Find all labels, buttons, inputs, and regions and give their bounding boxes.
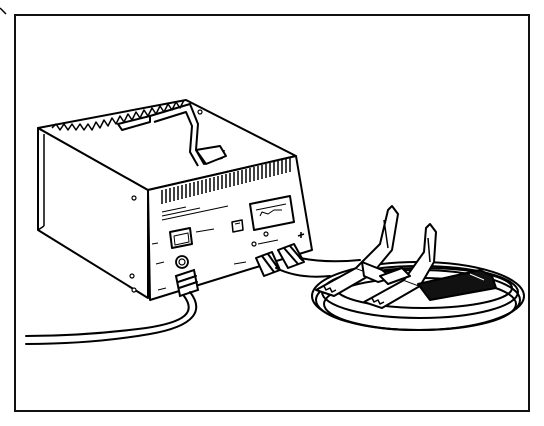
battery-charger-icon (37, 99, 313, 301)
plus-sign-icon (297, 232, 305, 238)
alligator-clamp-icon (315, 205, 497, 309)
corner-mark (0, 7, 7, 15)
cable-icon (25, 268, 200, 345)
